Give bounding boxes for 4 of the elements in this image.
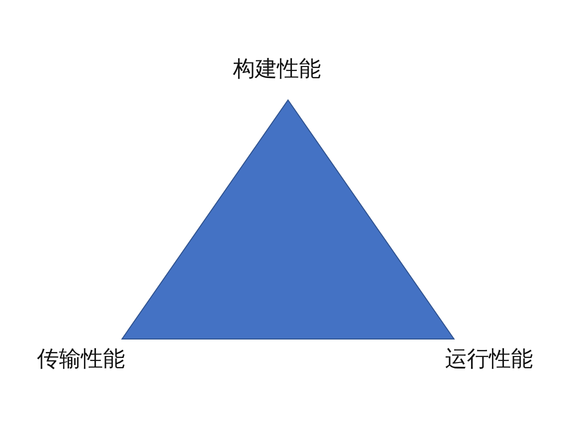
corner-label: 运行性能 — [445, 347, 533, 373]
corner-label: 构建性能 — [233, 57, 321, 83]
corner-label: 传输性能 — [37, 347, 125, 373]
triangle — [121, 99, 455, 340]
